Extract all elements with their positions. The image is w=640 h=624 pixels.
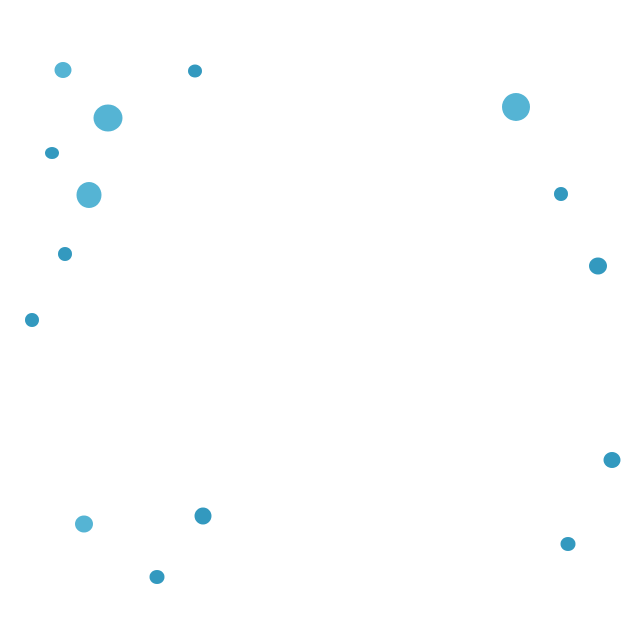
dot-2	[188, 64, 202, 78]
dot-14	[194, 507, 212, 525]
dot-6	[58, 247, 72, 261]
dot-7	[25, 313, 39, 327]
dot-1	[54, 62, 72, 78]
dot-9	[554, 187, 568, 201]
dot-8	[502, 93, 530, 121]
dot-5	[76, 182, 102, 208]
dot-3	[93, 104, 123, 132]
dot-4	[45, 147, 59, 159]
dot-13	[75, 515, 93, 533]
dot-15	[149, 570, 165, 584]
dot-11	[603, 452, 621, 468]
dot-10	[589, 257, 607, 275]
dot-12	[560, 537, 576, 551]
